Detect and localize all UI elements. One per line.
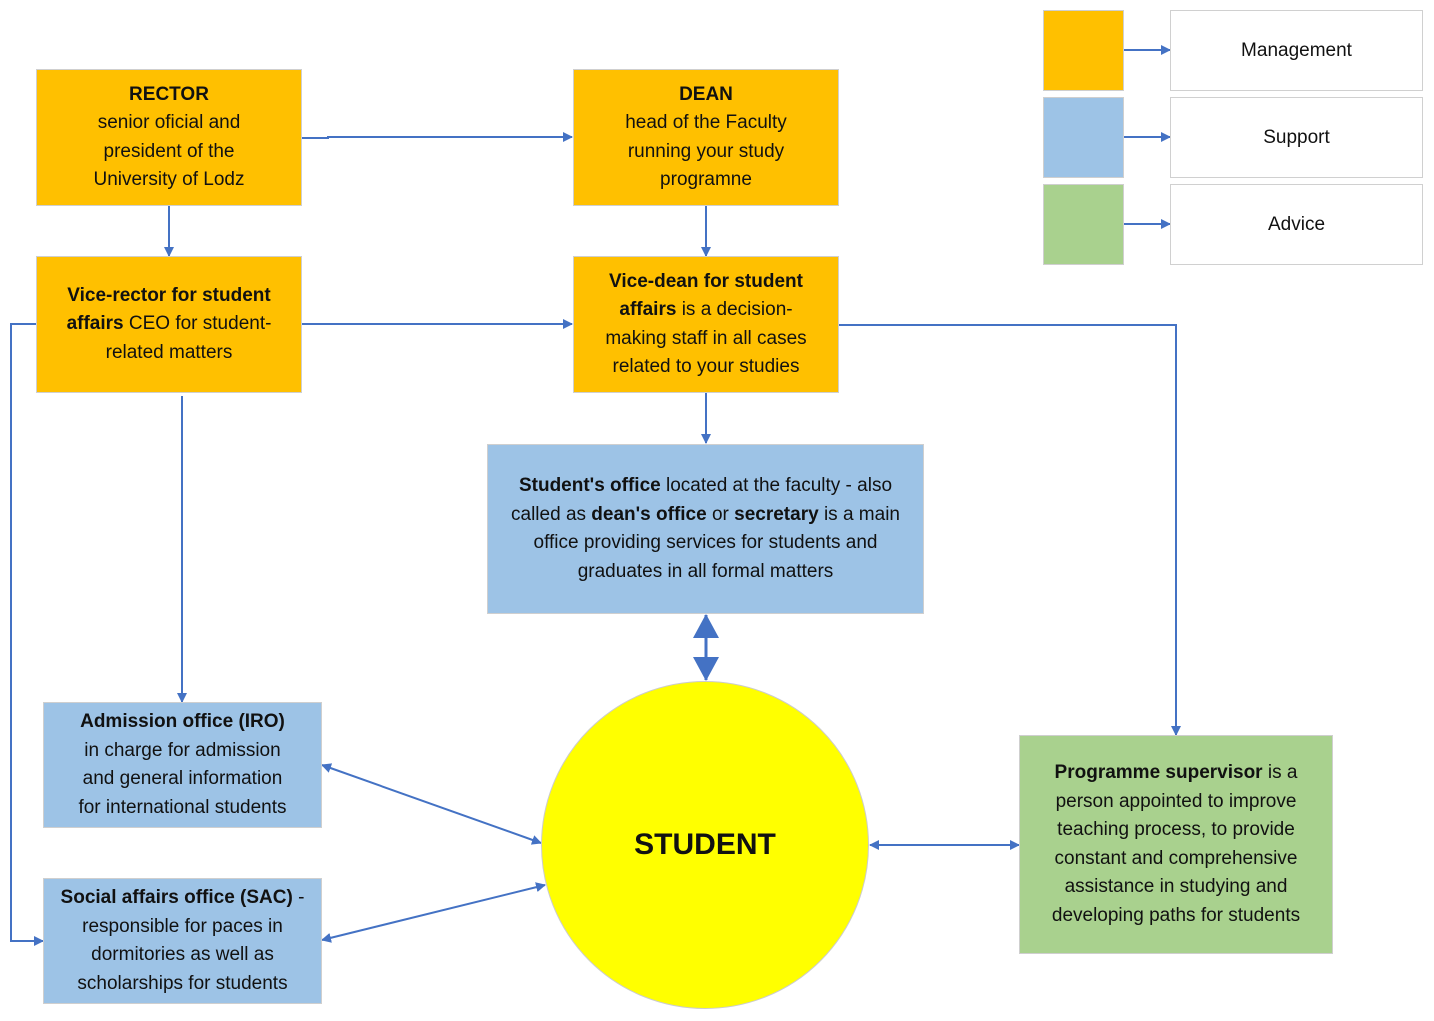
node-social-affairs-office: Social affairs office (SAC) - responsibl… bbox=[43, 878, 322, 1004]
node-title: RECTOR bbox=[129, 83, 209, 105]
legend-label-support: Support bbox=[1170, 97, 1423, 178]
node-line: and general information bbox=[82, 768, 283, 789]
node-description: CEO for student-related matters bbox=[105, 313, 272, 363]
node-student: STUDENT bbox=[541, 681, 869, 1009]
node-line: head of the Faculty bbox=[625, 112, 787, 133]
node-line: president of the bbox=[103, 140, 235, 162]
legend-label-advice: Advice bbox=[1170, 184, 1423, 265]
legend-swatch-management bbox=[1043, 10, 1124, 91]
connector-admission-student bbox=[321, 763, 542, 845]
connector-vice-rector-social-affairs bbox=[10, 323, 44, 946]
node-highlight: dean's office bbox=[591, 503, 707, 525]
connector-rector-dean bbox=[302, 132, 573, 142]
node-line: in charge for admission bbox=[84, 739, 281, 761]
node-line: University of Lodz bbox=[93, 169, 245, 190]
legend-label-text: Advice bbox=[1267, 213, 1326, 235]
node-vice-rector: Vice-rector for student affairs CEO for … bbox=[36, 256, 302, 393]
legend-label-text: Support bbox=[1263, 126, 1330, 148]
node-description: is a main office providing services for … bbox=[533, 503, 900, 582]
node-description: or bbox=[706, 503, 735, 525]
node-title: Vice-dean for student affairs bbox=[609, 270, 803, 321]
legend-label-text: Management bbox=[1241, 39, 1352, 61]
node-students-office: Student's office located at the faculty … bbox=[487, 444, 924, 614]
node-programme-supervisor: Programme supervisor is a person appoint… bbox=[1019, 735, 1333, 954]
student-label: STUDENT bbox=[634, 828, 776, 861]
node-title: Social affairs office (SAC) bbox=[60, 887, 293, 908]
node-line: for international students bbox=[78, 796, 287, 818]
node-description: located at the faculty - also called as bbox=[511, 475, 893, 525]
node-dean: DEAN head of the Faculty running your st… bbox=[573, 69, 839, 206]
legend-label-management: Management bbox=[1170, 10, 1423, 91]
node-line: programne bbox=[660, 169, 752, 190]
node-title: Student's office bbox=[518, 475, 661, 496]
node-line: senior oficial and bbox=[97, 112, 241, 133]
node-description: - responsible for paces in dormitories a… bbox=[77, 887, 305, 994]
node-description: is a decision-making staff in all cases … bbox=[605, 299, 807, 377]
node-rector: RECTOR senior oficial and president of t… bbox=[36, 69, 302, 206]
node-title: DEAN bbox=[679, 83, 733, 105]
connector-vice-dean-programme-supervisor bbox=[839, 324, 1181, 736]
node-vice-dean: Vice-dean for student affairs is a decis… bbox=[573, 256, 839, 393]
legend-swatch-advice bbox=[1043, 184, 1124, 265]
node-title: Programme supervisor bbox=[1054, 762, 1263, 783]
node-highlight: secretary bbox=[734, 503, 819, 525]
node-line: running your study bbox=[627, 140, 785, 162]
node-description: is a person appointed to improve teachin… bbox=[1051, 762, 1301, 926]
legend-swatch-support bbox=[1043, 97, 1124, 178]
connector-social-affairs-student bbox=[321, 882, 546, 943]
node-title: Vice-rector for student affairs bbox=[66, 284, 271, 335]
connector-vice-rector-admission bbox=[177, 396, 187, 703]
node-admission-office: Admission office (IRO) in charge for adm… bbox=[43, 702, 322, 828]
node-title: Admission office (IRO) bbox=[80, 711, 285, 732]
